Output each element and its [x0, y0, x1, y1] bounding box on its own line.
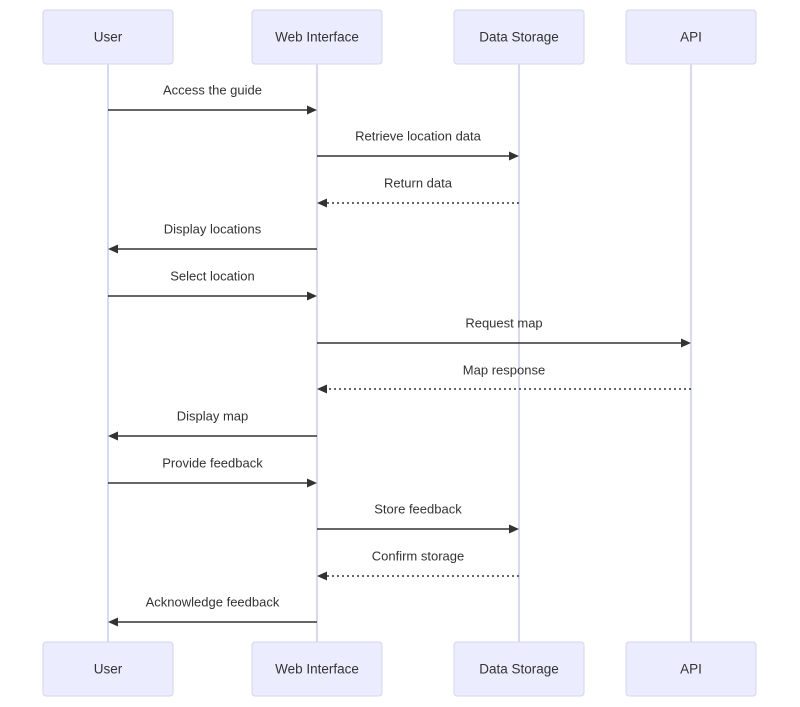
- participant-api-bottom[interactable]: API: [625, 641, 757, 697]
- message-6: Request map: [317, 315, 691, 348]
- message-11: Confirm storage: [317, 548, 519, 581]
- message-7: Map response: [317, 362, 691, 394]
- arrowhead-icon: [108, 617, 118, 627]
- message-1: Access the guide: [108, 82, 317, 115]
- participant-storage-top[interactable]: Data Storage: [453, 9, 585, 65]
- arrowhead-icon: [317, 198, 327, 208]
- participant-user-bottom[interactable]: User: [42, 641, 174, 697]
- participants-bottom-group: User Web Interface Data Storage API: [42, 641, 757, 697]
- participant-label: Data Storage: [479, 30, 559, 45]
- participant-box: [42, 641, 174, 697]
- arrowhead-icon: [317, 384, 327, 394]
- participant-box: [625, 641, 757, 697]
- message-9: Provide feedback: [108, 455, 317, 488]
- arrowhead-icon: [681, 338, 691, 348]
- participant-box: [251, 641, 383, 697]
- message-label: Display locations: [164, 221, 262, 236]
- message-10: Store feedback: [317, 501, 519, 534]
- participant-box: [42, 9, 174, 65]
- message-2: Retrieve location data: [317, 128, 519, 161]
- arrowhead-icon: [509, 524, 519, 534]
- message-label: Confirm storage: [372, 548, 464, 563]
- message-8: Display map: [108, 408, 317, 441]
- participant-label: Web Interface: [275, 662, 359, 677]
- participant-box: [453, 9, 585, 65]
- participant-box: [625, 9, 757, 65]
- message-label: Display map: [177, 408, 249, 423]
- message-12: Acknowledge feedback: [108, 594, 317, 627]
- message-label: Provide feedback: [162, 455, 263, 470]
- arrowhead-icon: [108, 431, 118, 441]
- message-4: Display locations: [108, 221, 317, 254]
- lifelines-group: [107, 64, 692, 642]
- participant-web-bottom[interactable]: Web Interface: [251, 641, 383, 697]
- arrowhead-icon: [108, 244, 118, 254]
- message-label: Return data: [384, 175, 453, 190]
- message-label: Retrieve location data: [355, 128, 482, 143]
- participant-box: [251, 9, 383, 65]
- participants-top-group: User Web Interface Data Storage API: [42, 9, 757, 65]
- message-label: Access the guide: [163, 82, 262, 97]
- participant-user-top[interactable]: User: [42, 9, 174, 65]
- arrowhead-icon: [307, 291, 317, 301]
- arrowhead-icon: [307, 105, 317, 115]
- participant-label: Data Storage: [479, 662, 559, 677]
- participant-box: [453, 641, 585, 697]
- participant-label: User: [94, 30, 123, 45]
- participant-label: API: [680, 662, 702, 677]
- arrowhead-icon: [509, 151, 519, 161]
- arrowhead-icon: [317, 571, 327, 581]
- arrowhead-icon: [307, 478, 317, 488]
- message-label: Map response: [463, 362, 545, 377]
- participant-label: Web Interface: [275, 30, 359, 45]
- participant-label: User: [94, 662, 123, 677]
- message-label: Acknowledge feedback: [146, 594, 280, 609]
- message-label: Select location: [170, 268, 255, 283]
- message-3: Return data: [317, 175, 519, 208]
- message-label: Store feedback: [374, 501, 462, 516]
- participant-web-top[interactable]: Web Interface: [251, 9, 383, 65]
- message-5: Select location: [108, 268, 317, 301]
- message-label: Request map: [465, 315, 542, 330]
- participant-label: API: [680, 30, 702, 45]
- participant-storage-bottom[interactable]: Data Storage: [453, 641, 585, 697]
- participant-api-top[interactable]: API: [625, 9, 757, 65]
